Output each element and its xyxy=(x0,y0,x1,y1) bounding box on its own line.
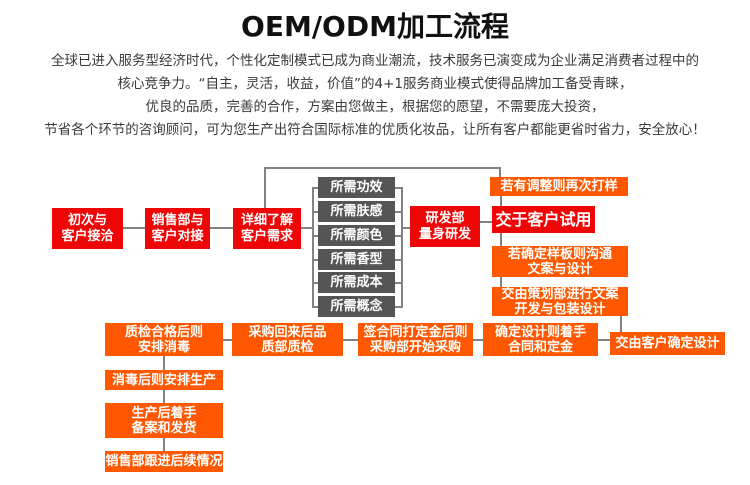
connector-sample-planning xyxy=(500,277,502,287)
node-need-cost: 所需成本 xyxy=(318,272,395,293)
connector-contract-sign xyxy=(473,339,483,341)
connector-stub-r3 xyxy=(395,235,401,237)
connector-needs-up xyxy=(264,167,266,208)
connector-stub-l1 xyxy=(312,187,318,189)
connector-down-to-resample xyxy=(499,167,501,177)
node-confirm-sample: 若确定样板则沟通 文案与设计 xyxy=(492,246,628,277)
node-need-concept: 所需概念 xyxy=(318,296,395,317)
connector-needs-to-bracket xyxy=(301,227,313,229)
intro-line-1: 全球已进入服务型经济时代，个性化定制模式已成为商业潮流，技术服务已演变成为企业满… xyxy=(51,53,699,69)
node-production-ship: 生产后着手 备案和发货 xyxy=(105,403,223,438)
node-sales-followup: 销售部跟进后续情况 xyxy=(105,451,223,472)
connector-stub-l3 xyxy=(312,235,318,237)
connector-bracket-right xyxy=(401,187,403,308)
connector-bracket-left xyxy=(312,187,314,308)
connector-stub-r1 xyxy=(395,187,401,189)
connector-stub-l4 xyxy=(312,259,318,261)
node-planning-dept: 交由策划部进行文案 开发与包装设计 xyxy=(492,287,628,317)
node-need-skinfeel: 所需肤感 xyxy=(318,201,395,222)
connector-planning-confirm xyxy=(620,316,622,332)
connector-confirm-contract xyxy=(598,339,610,341)
connector-rd-trial xyxy=(480,221,492,223)
node-understand-needs: 详细了解 客户需求 xyxy=(233,208,301,249)
page-title: OEM/ODM加工流程 xyxy=(241,10,509,43)
node-sign-purchase: 签合同打定金后则 采购部开始采购 xyxy=(358,323,473,356)
node-customer-trial: 交于客户试用 xyxy=(492,206,595,233)
connector-qc-disinfect xyxy=(163,356,165,370)
connector-bracket-to-rd xyxy=(401,227,410,229)
connector-production-followup xyxy=(163,438,165,451)
node-rd-develop: 研发部 量身研发 xyxy=(410,206,480,247)
connector-contact-sales xyxy=(123,227,145,229)
intro-line-2: 核心竞争力。“自主，灵活，收益，价值”的4+1服务商业模式使得品牌加工备受青睐， xyxy=(117,76,633,92)
connector-sign-purchaseqc xyxy=(343,339,358,341)
connector-stub-r6 xyxy=(395,306,401,308)
node-need-color: 所需颜色 xyxy=(318,225,395,246)
connector-resample-trial xyxy=(500,196,502,206)
node-purchase-qc: 采购回来后品 质部质检 xyxy=(232,323,343,356)
connector-stub-l2 xyxy=(312,211,318,213)
node-sales-connect: 销售部与 客户对接 xyxy=(145,208,210,249)
node-qc-disinfect: 质检合格后则 安排消毒 xyxy=(105,323,223,356)
connector-stub-r5 xyxy=(395,282,401,284)
node-contract-deposit: 确定设计则着手 合同和定金 xyxy=(483,323,598,356)
connector-stub-r2 xyxy=(395,211,401,213)
connector-stub-l6 xyxy=(312,306,318,308)
connector-top-horizontal xyxy=(264,167,501,169)
node-adjust-resample: 若有调整则再次打样 xyxy=(490,177,628,196)
connector-trial-sample xyxy=(500,233,502,246)
connector-sales-needs xyxy=(210,227,233,229)
connector-stub-l5 xyxy=(312,282,318,284)
intro-paragraph: 全球已进入服务型经济时代，个性化定制模式已成为商业潮流，技术服务已演变成为企业满… xyxy=(0,50,750,142)
connector-stub-r4 xyxy=(395,259,401,261)
connector-purchaseqc-qc xyxy=(223,339,232,341)
node-need-fragrance: 所需香型 xyxy=(318,249,395,270)
node-first-contact: 初次与 客户接洽 xyxy=(52,208,123,249)
node-disinfect-production: 消毒后则安排生产 xyxy=(105,370,223,390)
node-need-effect: 所需功效 xyxy=(318,177,395,198)
intro-line-4: 节省各个环节的咨询顾问，可为您生产出符合国际标准的优质化妆品，让所有客户都能更省… xyxy=(44,122,706,138)
node-customer-confirm-design: 交由客户确定设计 xyxy=(610,332,725,355)
connector-disinfect-production xyxy=(163,390,165,403)
intro-line-3: 优良的品质，完善的合作，方案由您做主，根据您的愿望，不需要庞大投资， xyxy=(145,99,605,115)
